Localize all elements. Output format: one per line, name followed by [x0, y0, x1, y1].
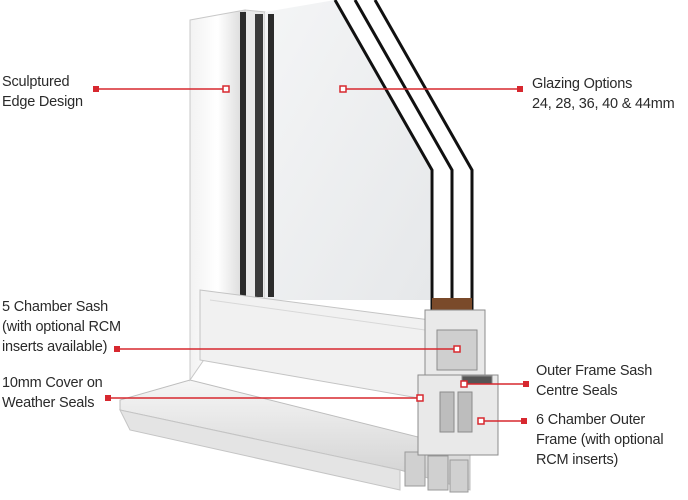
- sash-rail: [199, 289, 431, 401]
- callout-cover-weather-seals: 10mm Cover on Weather Seals: [2, 373, 103, 413]
- profile-cross-section: [417, 309, 499, 456]
- callout-line: Weather Seals: [2, 395, 95, 411]
- callout-lines: [93, 85, 529, 425]
- callout-line: Outer Frame Sash: [536, 363, 653, 379]
- callout-line: (with optional RCM: [2, 319, 121, 335]
- sill: [119, 379, 471, 493]
- callout-line: Glazing Options: [532, 76, 633, 92]
- callout-line: RCM inserts): [536, 452, 619, 468]
- callout-line: 5 Chamber Sash: [2, 299, 109, 315]
- glass-pane: [240, 0, 474, 310]
- callout-line: Sculptured: [2, 74, 70, 90]
- callout-line: 24, 28, 36, 40 & 44mm: [532, 96, 675, 112]
- callout-glazing-options: Glazing Options 24, 28, 36, 40 & 44mm: [532, 74, 675, 114]
- callout-line: inserts available): [2, 339, 108, 355]
- callout-line: Centre Seals: [536, 383, 618, 399]
- callout-line: Edge Design: [2, 94, 83, 110]
- callout-sculptured-edge: Sculptured Edge Design: [2, 72, 83, 112]
- callout-line: 10mm Cover on: [2, 375, 103, 391]
- callout-chamber-sash: 5 Chamber Sash (with optional RCM insert…: [2, 297, 121, 357]
- callout-chamber-outer-frame: 6 Chamber Outer Frame (with optional RCM…: [536, 410, 664, 470]
- callout-line: Frame (with optional: [536, 432, 664, 448]
- callout-line: 6 Chamber Outer: [536, 412, 646, 428]
- callout-outer-frame-seals: Outer Frame Sash Centre Seals: [536, 361, 652, 401]
